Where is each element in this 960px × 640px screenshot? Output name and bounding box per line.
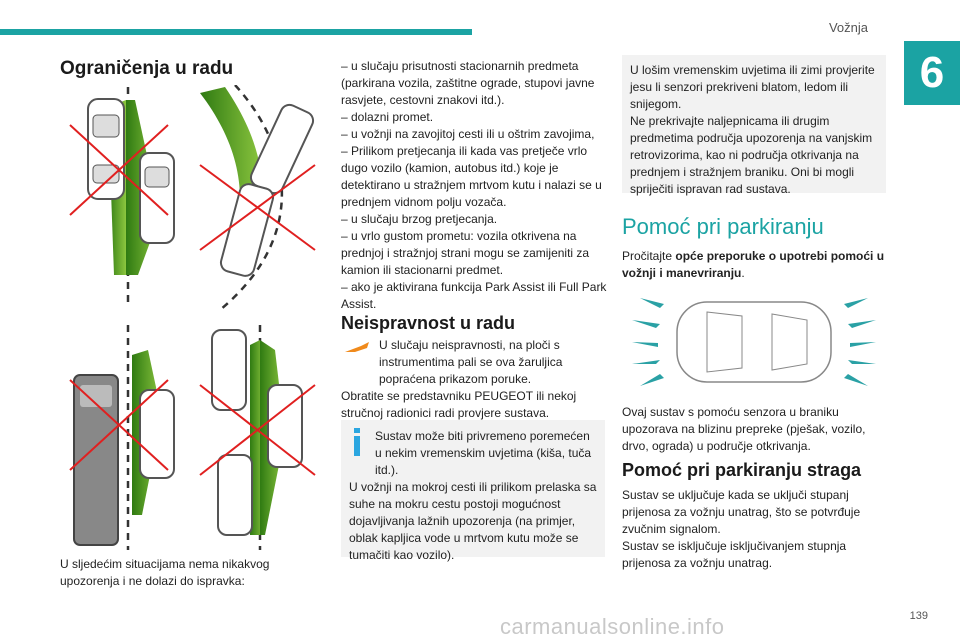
list-item: – Prilikom pretjecanja ili kada vas pret… [341, 144, 602, 209]
read-prefix: Pročitajte [622, 249, 676, 263]
list-item: – dolazni promet. [341, 110, 434, 124]
read-suffix: . [741, 266, 745, 280]
scene-stationary-objects [69, 87, 175, 307]
info-text-1: Sustav može biti privremeno poremećen u … [375, 429, 592, 477]
limitations-list: – u slučaju prisutnosti stacionarnih pre… [341, 58, 607, 313]
limitations-caption-block: U sljedećim situacijama nema nikakvog up… [60, 556, 325, 590]
system-text: Ovaj sustav s pomoću senzora u braniku u… [622, 405, 866, 453]
read-bold: opće preporuke o upotrebi pomoći u vožnj… [622, 249, 885, 280]
scene-long-vehicle [69, 325, 175, 550]
list-item: – u vrlo gustom prometu: vozila otkriven… [341, 229, 590, 277]
warning-lamp-icon [345, 342, 369, 352]
info-box-weather: Sustav može biti privremeno poremećen u … [341, 420, 605, 562]
rear-text-2: Sustav se isključuje isključivanjem stup… [622, 539, 847, 570]
rear-parking-heading: Pomoć pri parkiranju straga [622, 460, 862, 480]
read-recommendations: Pročitajte opće preporuke o upotrebi pom… [622, 248, 886, 282]
system-description: Ovaj sustav s pomoću senzora u braniku u… [622, 404, 886, 455]
limitations-caption: U sljedećim situacijama nema nikakvog up… [60, 557, 270, 588]
scene-curved-road [199, 85, 316, 311]
list-item: – u slučaju brzog pretjecanja. [341, 212, 498, 226]
fault-heading: Neispravnost u radu [341, 313, 516, 333]
fault-text-block: U slučaju neispravnosti, na ploči s inst… [341, 337, 607, 422]
section-title: Vožnja [828, 20, 868, 35]
rear-text-1: Sustav se uključuje kada se uključi stup… [622, 488, 861, 536]
page-number: 139 [909, 610, 928, 622]
list-item: – u vožnji na zavojitoj cesti ili u oštr… [341, 127, 595, 141]
scene-dense-traffic [199, 325, 316, 550]
box-text-1: U lošim vremenskim uvjetima ili zimi pro… [630, 63, 875, 111]
watermark: carmanualsonline.info [500, 614, 725, 639]
header-accent-bar [0, 29, 472, 35]
fault-text-1: U slučaju neispravnosti, na ploči s inst… [379, 338, 563, 386]
car-top-view [676, 301, 832, 383]
chapter-number: 6 [904, 41, 960, 105]
list-item: – u slučaju prisutnosti stacionarnih pre… [341, 59, 595, 107]
box-text-2: Ne prekrivajte naljepnicama ili drugim p… [630, 114, 873, 196]
blind-spot-illustrations [69, 85, 316, 550]
info-icon [354, 428, 360, 456]
info-text-2: U vožnji na mokroj cesti ili prilikom pr… [349, 480, 597, 562]
fault-text-2: Obratite se predstavniku PEUGEOT ili nek… [341, 389, 577, 420]
rear-parking-text: Sustav se uključuje kada se uključi stup… [622, 487, 886, 572]
info-box-sensors: U lošim vremenskim uvjetima ili zimi pro… [622, 55, 886, 196]
parking-assist-heading: Pomoć pri parkiranju [622, 214, 824, 239]
parking-sensor-diagram [632, 298, 876, 386]
limitations-heading: Ograničenja u radu [60, 58, 234, 79]
list-item: – ako je aktivirana funkcija Park Assist… [341, 280, 607, 311]
